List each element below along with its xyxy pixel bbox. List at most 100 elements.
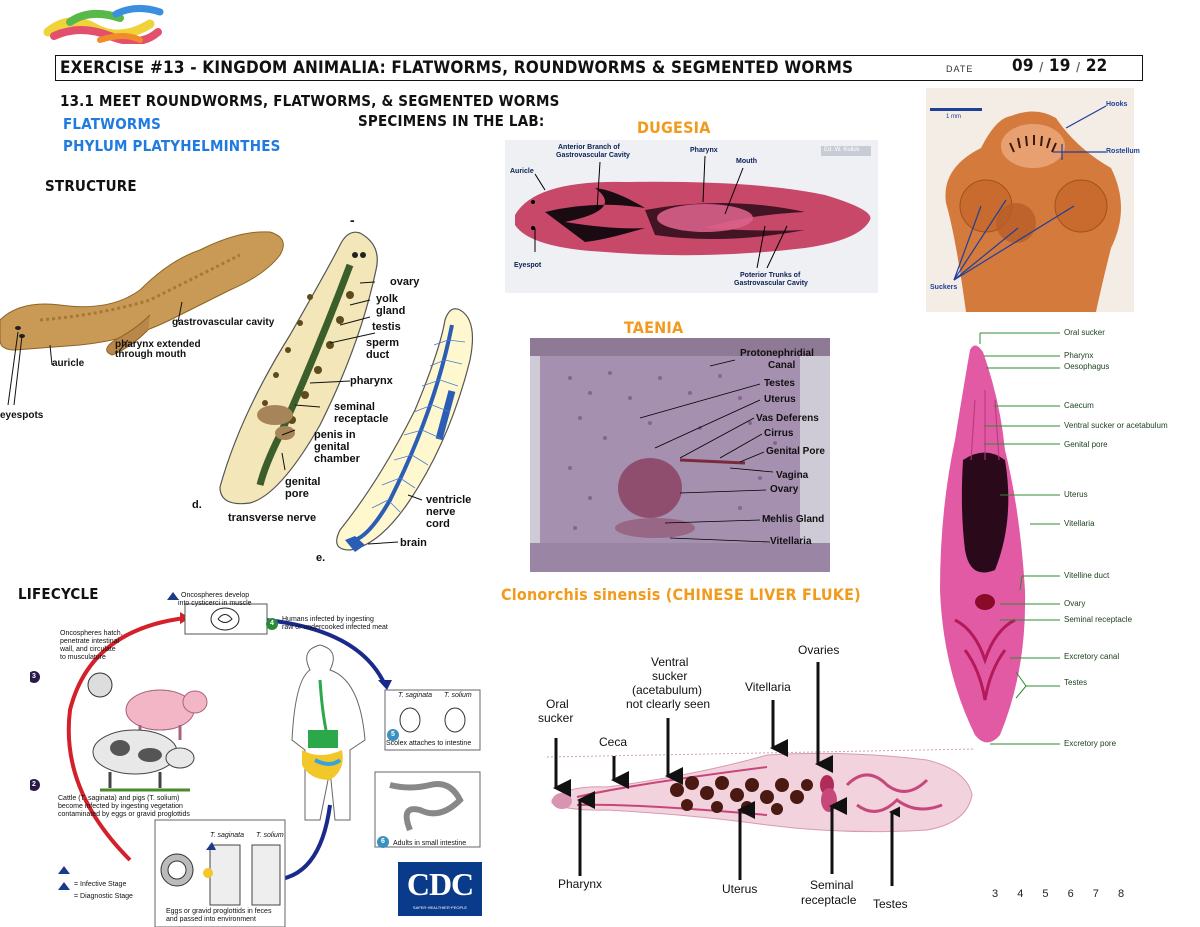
photo-credit: Ed. W. Kulick — [824, 147, 860, 153]
lifecycle-step4-2: raw or undercooked infected meat — [282, 624, 388, 631]
lifecycle-step3-2: penetrate intestinal — [60, 638, 120, 645]
page-number[interactable]: 4 — [1017, 888, 1024, 900]
lifecycle-number-3: 3 — [32, 673, 36, 680]
clonorchis-title: Clonorchis sinensis (CHINESE LIVER FLUKE… — [501, 585, 861, 604]
clonorchis-label-seminal: Seminal — [810, 878, 854, 892]
fluke-label-oesophagus: Oesophagus — [1064, 362, 1110, 371]
page-number[interactable]: 3 — [992, 888, 999, 900]
fluke-label-seminal-receptacle: Seminal receptacle — [1064, 615, 1133, 624]
label-e: e. — [316, 552, 326, 564]
legend-diagnostic: = Diagnostic Stage — [74, 893, 133, 900]
clonorchis-label-vitellaria: Vitellaria — [745, 680, 791, 694]
fluke-label-oral-sucker: Oral sucker — [1064, 328, 1105, 337]
taenia-photo — [530, 338, 830, 572]
lifecycle-step3-3: wall, and circulate — [60, 646, 116, 653]
label-transverse-nerve: transverse nerve — [228, 512, 317, 524]
cdc-logo-subtext: SAFER·HEALTHIER·PEOPLE — [412, 905, 468, 910]
gummy-worms-image — [40, 2, 170, 46]
label-nerve: nerve — [426, 506, 456, 518]
label-d: d. — [192, 499, 202, 511]
clonorchis-label-ventral-4: not clearly seen — [626, 697, 711, 711]
page-numbers: 3 4 5 6 7 8 — [992, 888, 1124, 900]
label-cord: cord — [426, 518, 450, 530]
lifecycle-solium-label: T. solium — [444, 692, 472, 699]
label-pharynx-extended: pharynx extended — [115, 339, 201, 350]
lifecycle-step2-3: contaminated by eggs or gravid proglotti… — [58, 811, 190, 818]
lifecycle-number-2: 2 — [32, 781, 36, 788]
label-brain: brain — [400, 537, 427, 549]
clonorchis-label-testes: Testes — [873, 897, 908, 911]
clonorchis-arrows — [553, 662, 900, 886]
lifecycle-number-5: 5 — [391, 731, 395, 738]
label-genital-pore: genital — [285, 476, 321, 488]
lifecycle-step2-2: become infected by ingesting vegetation — [58, 803, 183, 810]
label-vagina: Vagina — [776, 470, 809, 481]
clonorchis-photo — [547, 745, 975, 840]
date-day: 19 — [1048, 56, 1071, 76]
dugesia-photo — [505, 140, 878, 293]
label-penis-in: penis in — [314, 429, 356, 441]
label-rostellum: Rostellum — [1106, 148, 1140, 155]
label-cirrus: Cirrus — [764, 428, 794, 439]
fluke-label-uterus: Uterus — [1064, 490, 1088, 499]
label-through-mouth: through mouth — [115, 349, 187, 360]
page-number[interactable]: 7 — [1092, 888, 1099, 900]
group-heading: FLATWORMS — [63, 115, 162, 133]
cdc-logo: CDC SAFER·HEALTHIER·PEOPLE — [398, 862, 482, 916]
label-pharynx: pharynx — [350, 375, 393, 387]
section-heading: 13.1 MEET ROUNDWORMS, FLATWORMS, & SEGME… — [60, 92, 560, 110]
label-gastrovascular-cavity: gastrovascular cavity — [172, 317, 275, 328]
page-number[interactable]: 5 — [1042, 888, 1049, 900]
exercise-title: EXERCISE #13 - KINGDOM ANIMALIA: FLATWOR… — [60, 58, 854, 78]
label-ventricle: ventricle — [426, 494, 472, 506]
clonorchis-label-ceca: Ceca — [599, 735, 628, 749]
clonorchis-label-oral: Oral — [546, 697, 569, 711]
reproductive-system-diagram — [200, 225, 400, 525]
dugesia-title: DUGESIA — [637, 118, 711, 137]
date-month: 09 — [1012, 56, 1034, 76]
lifecycle-top-2: into cysticerci in muscle — [178, 600, 252, 607]
lifecycle-step1-2: and passed into environment — [166, 916, 256, 923]
lifecycle-step3-1: Oncospheres hatch, — [60, 630, 123, 637]
label-dugesia-auricle: Auricle — [510, 168, 534, 175]
fluke-label-excretory-canal: Excretory canal — [1064, 652, 1120, 661]
label-suckers: Suckers — [930, 284, 958, 291]
lifecycle-solium-label-2: T. solium — [256, 832, 284, 839]
date-separator: / — [1039, 60, 1044, 74]
date-year: 22 — [1085, 56, 1108, 76]
label-ovary: ovary — [390, 276, 420, 288]
lifecycle-saginata-label: T. saginata — [398, 692, 432, 699]
fluke-label-testes: Testes — [1064, 678, 1088, 687]
label-mehlis-gland: Mehlis Gland — [762, 514, 825, 525]
label-anterior-branch: Anterior Branch of — [558, 144, 620, 151]
header-bar — [55, 55, 1143, 81]
label-eyespots: eyespots — [0, 410, 44, 421]
date-separator: / — [1076, 60, 1081, 74]
lifecycle-number-4: 4 — [270, 620, 274, 627]
page-number[interactable]: 6 — [1067, 888, 1074, 900]
label-dugesia-pharynx: Pharynx — [690, 147, 718, 154]
clonorchis-label-ventral-3: (acetabulum) — [632, 683, 703, 697]
nervous-system-diagram — [320, 300, 480, 560]
lifecycle-saginata-label-2: T. saginata — [210, 832, 244, 839]
label-testis: testis — [372, 321, 401, 333]
lifecycle-top-1: Oncospheres develop — [181, 592, 250, 599]
date-label: DATE — [946, 64, 974, 74]
label-ovary-taenia: Ovary — [770, 484, 799, 495]
phylum-heading: PHYLUM PLATYHELMINTHES — [63, 137, 281, 155]
label-genital-pore-taenia: Genital Pore — [766, 446, 825, 457]
label-vitellaria-taenia: Vitellaria — [770, 536, 812, 547]
fluke-label-ovary: Ovary — [1064, 599, 1086, 608]
page-number[interactable]: 8 — [1117, 888, 1125, 900]
taenia-title: TAENIA — [624, 318, 684, 337]
dash-mark: - — [350, 212, 355, 228]
fluke-label-vitelline-duct: Vitelline duct — [1064, 571, 1110, 580]
label-sperm: sperm — [366, 337, 400, 349]
label-poterior-trunks: Poterior Trunks of — [740, 272, 801, 279]
label-scale-bar: 1 mm — [946, 114, 961, 120]
lifecycle-number-6: 6 — [381, 838, 385, 845]
label-canal: Canal — [768, 360, 796, 371]
label-pore: pore — [285, 488, 309, 500]
label-gland: gland — [376, 305, 406, 317]
label-uterus: Uterus — [764, 394, 796, 405]
